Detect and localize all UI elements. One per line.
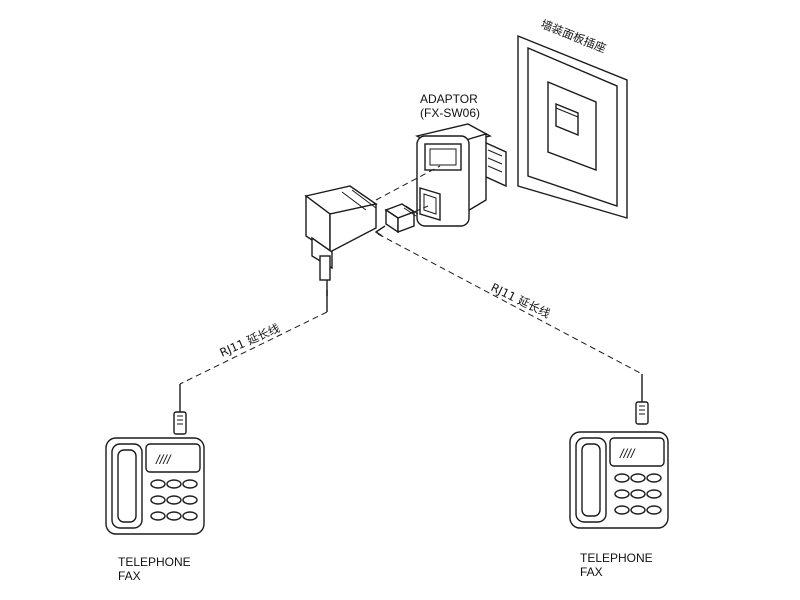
right-small-plug <box>374 203 429 237</box>
left-telephone-icon: //// <box>105 437 205 535</box>
left-extension-cable: RJ11 延长线 <box>179 290 328 412</box>
left-plug-connector <box>304 165 441 296</box>
adaptor-model-label: (FX-SW06) <box>420 106 480 120</box>
left-device-label-fax: FAX <box>118 569 141 583</box>
right-cable-label: RJ11 延长线 <box>489 280 553 321</box>
left-cable-label: RJ11 延长线 <box>218 321 283 360</box>
left-keypad <box>150 479 198 521</box>
right-device-label-fax: FAX <box>580 565 603 579</box>
left-rj11-plug <box>173 411 187 435</box>
adaptor-name-label: ADAPTOR <box>420 92 478 106</box>
right-extension-cable: RJ11 延长线 <box>377 233 643 402</box>
right-keypad <box>614 473 662 515</box>
right-phone-display: //// <box>619 446 636 461</box>
right-telephone-icon: //// <box>569 431 669 529</box>
wall-plate-socket: 墙装面板插座 <box>517 17 628 219</box>
left-phone-display: //// <box>155 452 172 467</box>
right-device-label-telephone: TELEPHONE <box>580 551 653 565</box>
left-device-label-telephone: TELEPHONE <box>118 555 191 569</box>
adaptor-fx-sw06: ADAPTOR (FX-SW06) <box>415 92 507 227</box>
right-rj11-plug <box>635 401 649 425</box>
